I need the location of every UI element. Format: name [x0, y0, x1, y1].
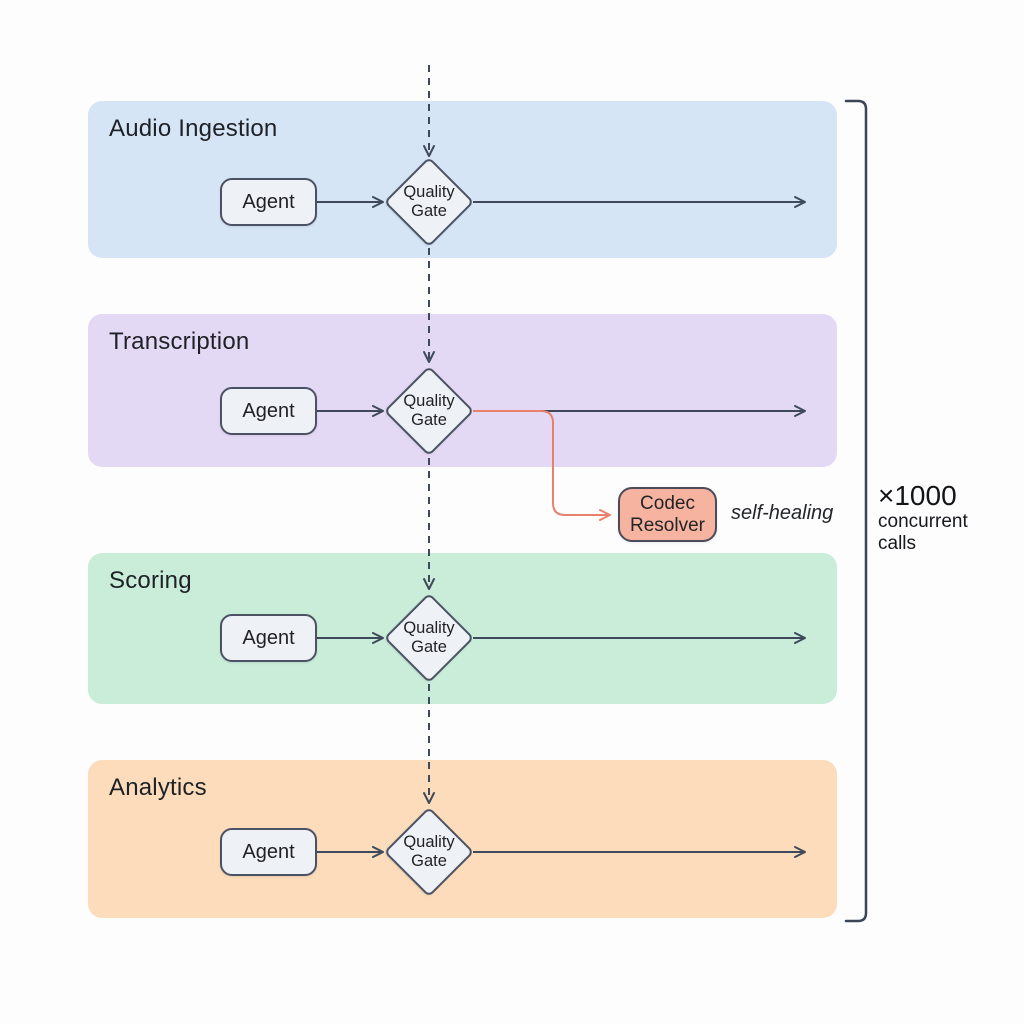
- quality-gate-label-row4: Quality Gate: [379, 833, 479, 871]
- gate-label-line1: Quality: [403, 619, 455, 637]
- agent-node-scoring: Agent: [220, 614, 317, 662]
- stage-title-audio-ingestion: Audio Ingestion: [109, 115, 278, 142]
- codec-resolver-label-line1: Codec: [640, 492, 695, 514]
- gate-label-line2: Gate: [411, 411, 447, 429]
- quality-gate-label-row3: Quality Gate: [379, 619, 479, 657]
- scale-bracket: [844, 99, 868, 923]
- stage-title-scoring: Scoring: [109, 567, 192, 594]
- gate-label-line1: Quality: [403, 183, 455, 201]
- stage-band-audio-ingestion: Audio Ingestion: [88, 101, 837, 258]
- concurrency-label-line2: calls: [878, 533, 917, 554]
- concurrency-label-line1: concurrent: [878, 511, 968, 532]
- gate-label-line2: Gate: [411, 638, 447, 656]
- concurrency-multiplier: ×1000: [878, 480, 957, 511]
- quality-gate-label-row1: Quality Gate: [379, 183, 479, 221]
- stage-band-transcription: Transcription: [88, 314, 837, 467]
- gate-label-line2: Gate: [411, 852, 447, 870]
- stage-title-transcription: Transcription: [109, 328, 250, 355]
- concurrency-note: ×1000 concurrent calls: [878, 481, 968, 555]
- codec-resolver-label-line2: Resolver: [630, 514, 705, 536]
- agent-node-transcription: Agent: [220, 387, 317, 435]
- gate-label-line2: Gate: [411, 202, 447, 220]
- agent-node-audio-ingestion: Agent: [220, 178, 317, 226]
- codec-resolver-node: Codec Resolver: [618, 487, 717, 542]
- agent-node-analytics: Agent: [220, 828, 317, 876]
- gate-label-line1: Quality: [403, 833, 455, 851]
- stage-title-analytics: Analytics: [109, 774, 207, 801]
- self-healing-annotation: self-healing: [731, 502, 834, 524]
- stage-band-analytics: Analytics: [88, 760, 837, 918]
- gate-label-line1: Quality: [403, 392, 455, 410]
- flow-arrows: [317, 196, 806, 858]
- quality-gate-label-row2: Quality Gate: [379, 392, 479, 430]
